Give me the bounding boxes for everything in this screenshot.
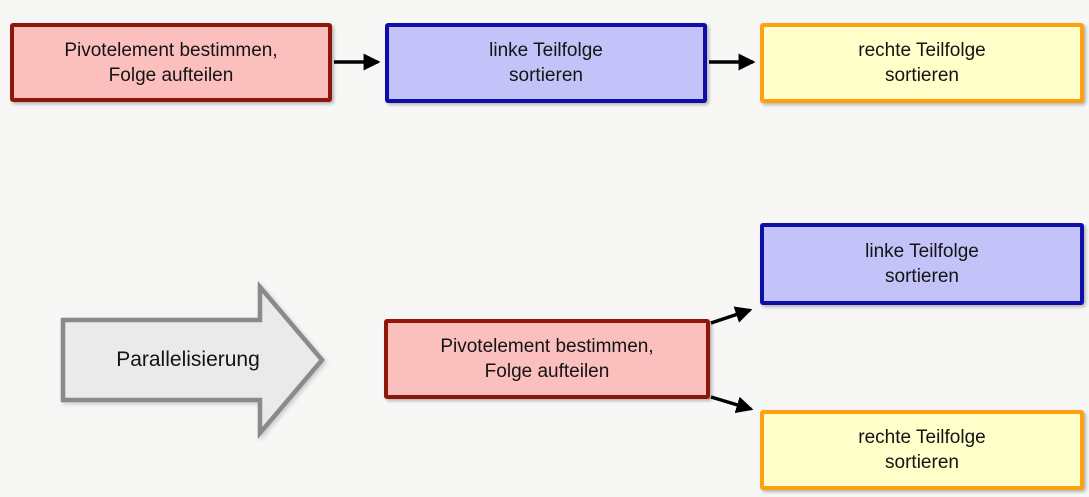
par-pivot-box: Pivotelement bestimmen, Folge aufteilen	[384, 319, 710, 399]
par-left-sort-line1: linke Teilfolge	[865, 241, 979, 262]
seq-pivot-line1: Pivotelement bestimmen,	[64, 39, 278, 61]
seq-left-sort-line2: sortieren	[509, 65, 583, 86]
connector-par-pivot-to-left	[710, 306, 753, 325]
par-pivot-line2: Folge aufteilen	[484, 361, 610, 382]
par-right-sort-box: rechte Teilfolge sortieren	[760, 410, 1084, 490]
seq-pivot-box: Pivotelement bestimmen, Folge aufteilen	[10, 23, 332, 102]
seq-left-sort-box: linke Teilfolge sortieren	[385, 23, 707, 103]
connector-par-pivot-to-right	[710, 395, 754, 413]
seq-right-sort-line2: sortieren	[885, 65, 959, 86]
par-pivot-line1: Pivotelement bestimmen,	[440, 336, 654, 357]
par-right-sort-line2: sortieren	[885, 452, 959, 473]
parallelization-arrow-label: Parallelisierung	[116, 348, 260, 371]
seq-pivot-line2: Folge aufteilen	[108, 64, 234, 86]
par-right-sort-line1: rechte Teilfolge	[858, 427, 986, 448]
par-left-sort-line2: sortieren	[885, 266, 959, 287]
par-left-sort-box: linke Teilfolge sortieren	[760, 223, 1084, 305]
seq-left-sort-line1: linke Teilfolge	[489, 40, 603, 61]
seq-right-sort-box: rechte Teilfolge sortieren	[760, 23, 1084, 103]
seq-right-sort-line1: rechte Teilfolge	[858, 40, 986, 61]
